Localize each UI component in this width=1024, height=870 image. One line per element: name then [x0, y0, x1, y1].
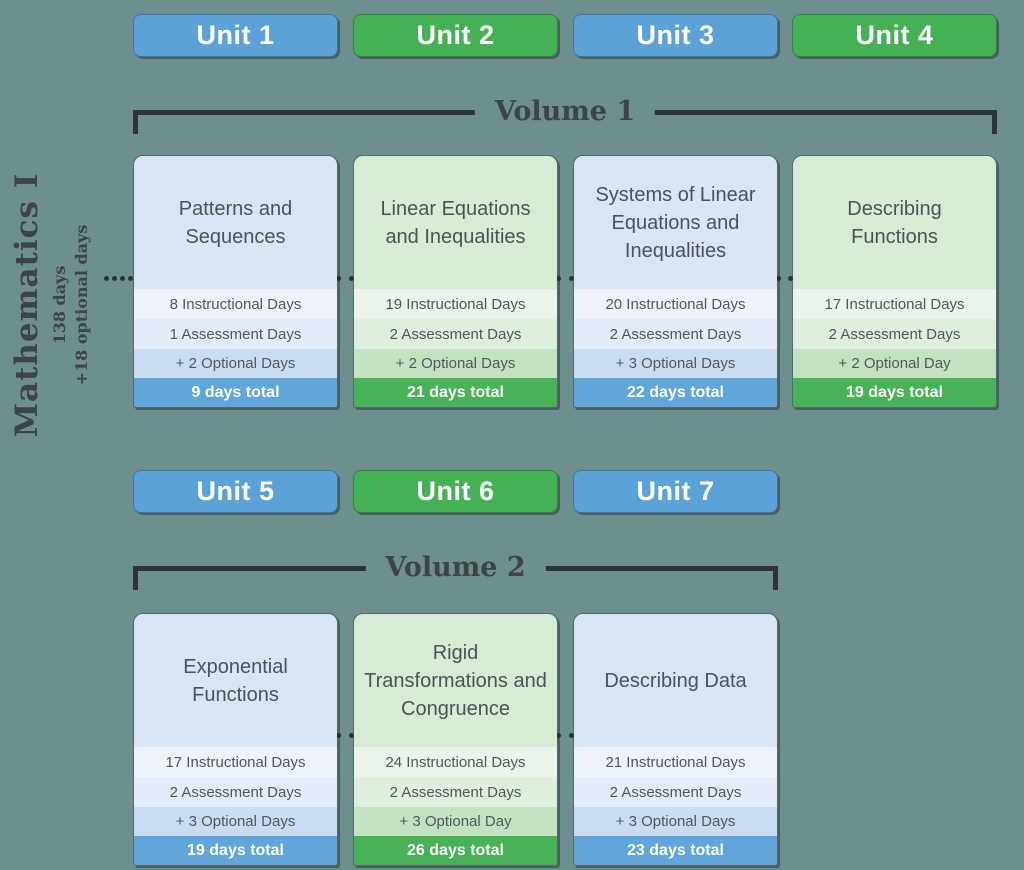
- unit-3-total-days: 22 days total: [574, 378, 777, 407]
- unit-1-title: Patterns and Sequences: [134, 156, 337, 289]
- unit-5-optional-days: + 3 Optional Days: [134, 807, 337, 836]
- unit-2-total-days: 21 days total: [354, 378, 557, 407]
- unit-3-header-pill: Unit 3: [573, 14, 778, 57]
- unit-6-title: Rigid Transformations and Congruence: [354, 614, 557, 747]
- unit-5-assessment-days: 2 Assessment Days: [134, 777, 337, 807]
- unit-2-optional-days: + 2 Optional Days: [354, 349, 557, 378]
- unit-1-optional-days: + 2 Optional Days: [134, 349, 337, 378]
- unit-5-header-pill: Unit 5: [133, 470, 338, 513]
- unit-7-instructional-days: 21 Instructional Days: [574, 747, 777, 777]
- volume-2-bracket: Volume 2: [133, 550, 778, 590]
- volume-2-label: Volume 2: [365, 550, 546, 586]
- unit-7-assessment-days: 2 Assessment Days: [574, 777, 777, 807]
- unit-1-assessment-days: 1 Assessment Days: [134, 319, 337, 349]
- unit-4-card: Describing Functions 17 Instructional Da…: [792, 155, 997, 408]
- unit-2-instructional-days: 19 Instructional Days: [354, 289, 557, 319]
- dotted-connector: [104, 276, 133, 281]
- unit-5-title: Exponential Functions: [134, 614, 337, 747]
- unit-1-total-days: 9 days total: [134, 378, 337, 407]
- volume-1-bracket: Volume 1: [133, 94, 997, 134]
- unit-4-assessment-days: 2 Assessment Days: [793, 319, 996, 349]
- unit-5-total-days: 19 days total: [134, 836, 337, 865]
- course-title: Mathematics I: [9, 172, 45, 438]
- unit-7-header-pill: Unit 7: [573, 470, 778, 513]
- unit-1-header-pill: Unit 1: [133, 14, 338, 57]
- unit-7-card: Describing Data 21 Instructional Days 2 …: [573, 613, 778, 866]
- course-sidebar-rotated: Mathematics I 138 days +18 optional days: [9, 140, 120, 470]
- dotted-connector: [336, 276, 354, 281]
- unit-2-title: Linear Equations and Inequalities: [354, 156, 557, 289]
- unit-6-assessment-days: 2 Assessment Days: [354, 777, 557, 807]
- course-total-days: 138 days: [50, 265, 70, 345]
- unit-7-title: Describing Data: [574, 614, 777, 747]
- volume-1-label: Volume 1: [474, 94, 656, 130]
- unit-2-header-pill: Unit 2: [353, 14, 558, 57]
- unit-3-assessment-days: 2 Assessment Days: [574, 319, 777, 349]
- unit-6-header-pill: Unit 6: [353, 470, 558, 513]
- dotted-connector: [336, 733, 354, 738]
- unit-5-card: Exponential Functions 17 Instructional D…: [133, 613, 338, 866]
- unit-3-title: Systems of Linear Equations and Inequali…: [574, 156, 777, 289]
- unit-2-card: Linear Equations and Inequalities 19 Ins…: [353, 155, 558, 408]
- unit-6-instructional-days: 24 Instructional Days: [354, 747, 557, 777]
- unit-4-title: Describing Functions: [793, 156, 996, 289]
- dotted-connector: [556, 733, 574, 738]
- unit-3-optional-days: + 3 Optional Days: [574, 349, 777, 378]
- unit-5-instructional-days: 17 Instructional Days: [134, 747, 337, 777]
- unit-6-total-days: 26 days total: [354, 836, 557, 865]
- unit-1-card: Patterns and Sequences 8 Instructional D…: [133, 155, 338, 408]
- unit-1-instructional-days: 8 Instructional Days: [134, 289, 337, 319]
- unit-4-instructional-days: 17 Instructional Days: [793, 289, 996, 319]
- unit-6-optional-days: + 3 Optional Day: [354, 807, 557, 836]
- course-sidebar: Mathematics I 138 days +18 optional days: [9, 140, 120, 470]
- unit-4-optional-days: + 2 Optional Day: [793, 349, 996, 378]
- dotted-connector: [776, 276, 793, 281]
- unit-7-optional-days: + 3 Optional Days: [574, 807, 777, 836]
- unit-6-card: Rigid Transformations and Congruence 24 …: [353, 613, 558, 866]
- unit-3-instructional-days: 20 Instructional Days: [574, 289, 777, 319]
- unit-4-total-days: 19 days total: [793, 378, 996, 407]
- course-optional-days: +18 optional days: [71, 224, 91, 386]
- dotted-connector: [556, 276, 574, 281]
- unit-7-total-days: 23 days total: [574, 836, 777, 865]
- unit-3-card: Systems of Linear Equations and Inequali…: [573, 155, 778, 408]
- unit-4-header-pill: Unit 4: [792, 14, 997, 57]
- unit-2-assessment-days: 2 Assessment Days: [354, 319, 557, 349]
